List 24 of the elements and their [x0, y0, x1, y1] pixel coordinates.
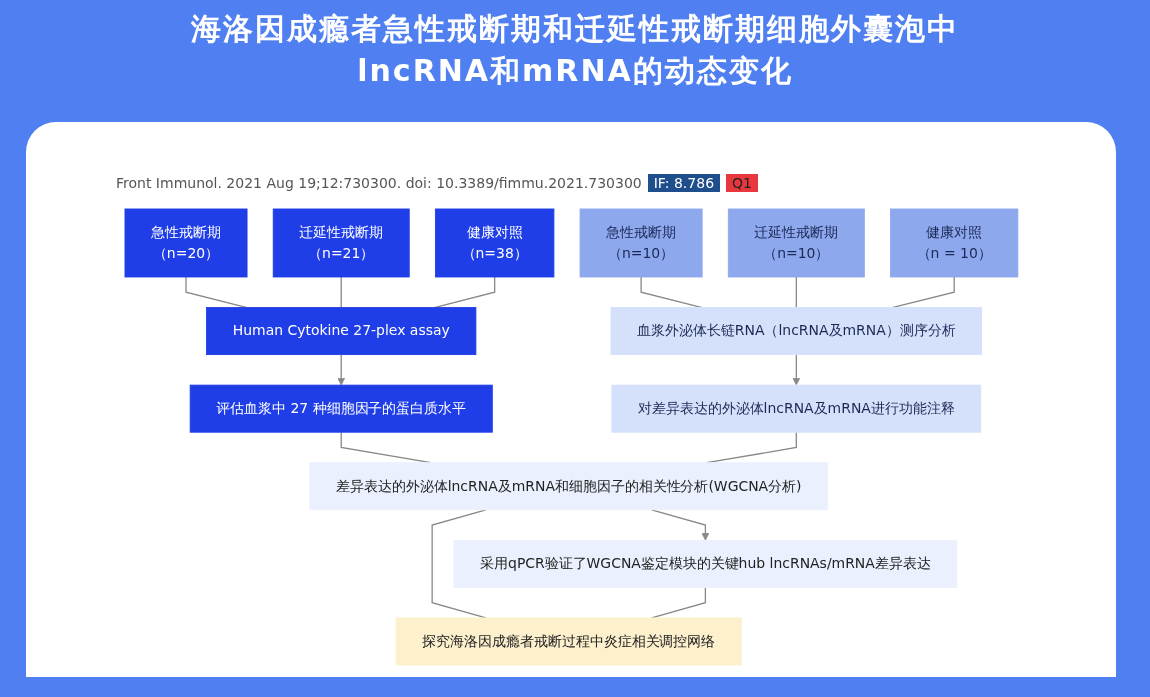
connector — [340, 276, 342, 309]
node-box — [453, 539, 957, 588]
node-box — [395, 617, 742, 666]
title: 海洛因成瘾者急性戒断期和迁延性戒断期细胞外囊泡中lncRNA和mRNA的动态变化 — [190, 10, 960, 90]
node-box — [889, 208, 1018, 278]
connector — [431, 509, 487, 619]
node-box — [434, 208, 554, 278]
node-box — [205, 307, 476, 356]
node-box — [309, 462, 828, 511]
node-box — [610, 307, 982, 356]
arrow — [336, 353, 345, 386]
node-box — [727, 208, 865, 278]
node-box — [611, 384, 981, 433]
connector — [795, 276, 797, 309]
node-box — [189, 384, 493, 433]
impact-factor-badge: IF: 8.786 — [647, 174, 721, 192]
node-box — [124, 208, 248, 278]
quartile-badge: Q1 — [726, 174, 758, 192]
node-box — [272, 208, 410, 278]
card-background: Front Immunol. 2021 Aug 19;12:730300. doi: 10.3389/fimmu.2021.730300 IF: 8.786 Q1 急性戒断期 （n=20） 迁延性戒断期 （n=21） 健康对照 （n=38） Human Cytokine 27-plex assay 评估血浆中 27 种细胞因子的蛋白质水平 急性戒断期 （n=10） 迁延性戒断期 （n=10） 健康对照 （n = 10） 血浆外泌体长链RNA（lncRNA及mRNA）测序分析 对差异表达的外泌体lncRNA及mRNA进行功能注释 差异表达的外泌体lncRNA及mRNA和细胞因子的相关性分析(WGCNA分析) 采用qPCR验证了WGCNA鉴定模块的关键hub lncRNAs/mRNA差异表达 探究海洛因成瘾者戒断过程中炎症相关调控网络 — [26, 122, 1116, 677]
node-box — [579, 208, 703, 278]
arrow — [650, 509, 709, 541]
citation: Front Immunol. 2021 Aug 19;12:730300. doi: 10.3389/fimmu.2021.730300 — [116, 175, 642, 191]
arrow — [792, 353, 800, 386]
